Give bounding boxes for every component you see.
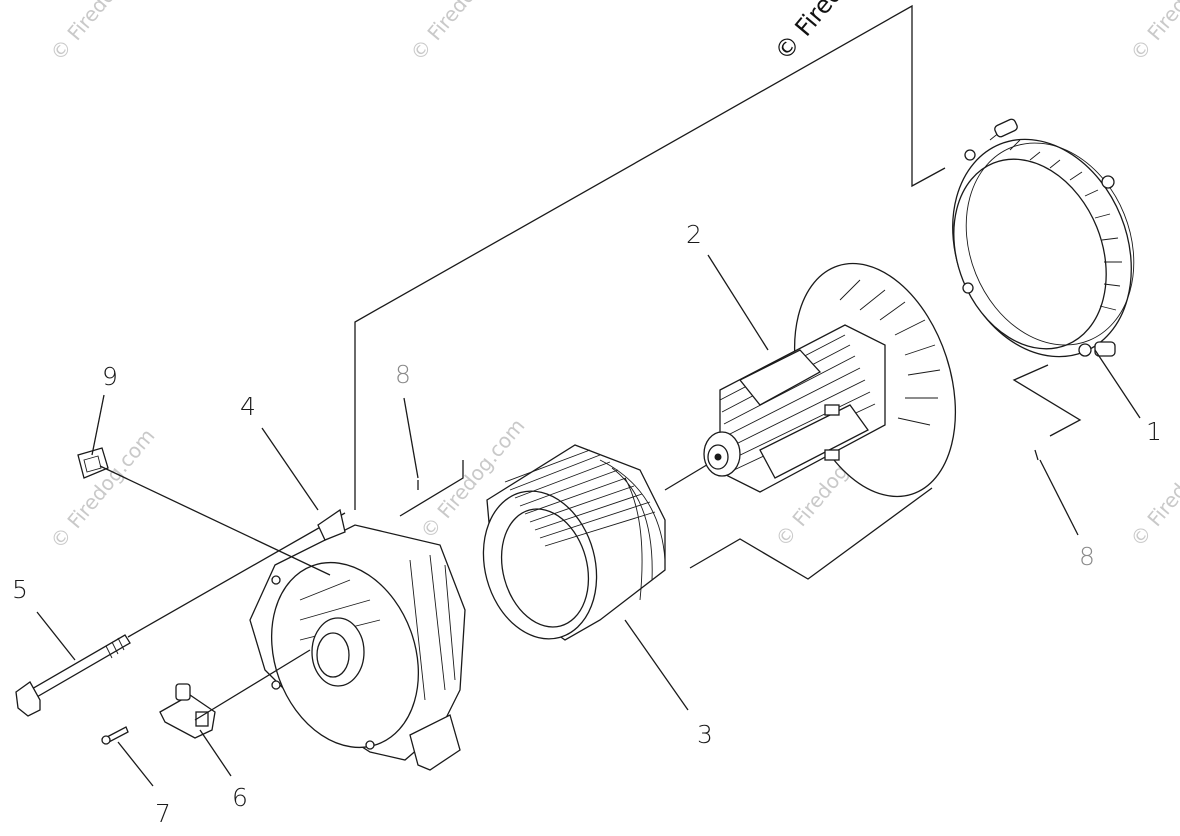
callout-label-7: 7 [155,799,171,828]
callout-label-8-left: 8 [395,360,411,389]
rotor-part [703,262,957,498]
screw-part [101,726,129,745]
stator-part [482,444,666,641]
callout-label-4: 4 [240,392,256,421]
watermark-text: © Firedog.com [1125,0,1180,65]
rear-bracket-part [952,118,1135,358]
watermark-text: © Firedog.com [45,424,159,553]
callout-labels: 1 2 3 4 5 6 7 8 8 9 [12,220,1162,828]
grommet-part [77,447,109,479]
leader-lines [36,254,1141,787]
callout-label-2: 2 [686,220,702,249]
bolt-axis-line [127,512,346,638]
callout-label-3: 3 [697,720,713,749]
through-bolt-part [15,634,131,717]
callout-label-8-right: 8 [1079,542,1095,571]
watermark-text: © Firedog.com [45,0,159,65]
callout-label-1: 1 [1146,417,1162,446]
watermark-text: © Firedog.com [405,0,519,65]
brush-holder-part [159,683,216,739]
watermark-top-text: © Fired [769,0,848,66]
callout-label-9: 9 [102,362,118,391]
front-housing-part [249,508,466,771]
pin-part [1034,449,1039,461]
callout-label-5: 5 [12,575,28,604]
assembly-frame [354,4,1082,580]
callout-label-6: 6 [232,783,248,812]
